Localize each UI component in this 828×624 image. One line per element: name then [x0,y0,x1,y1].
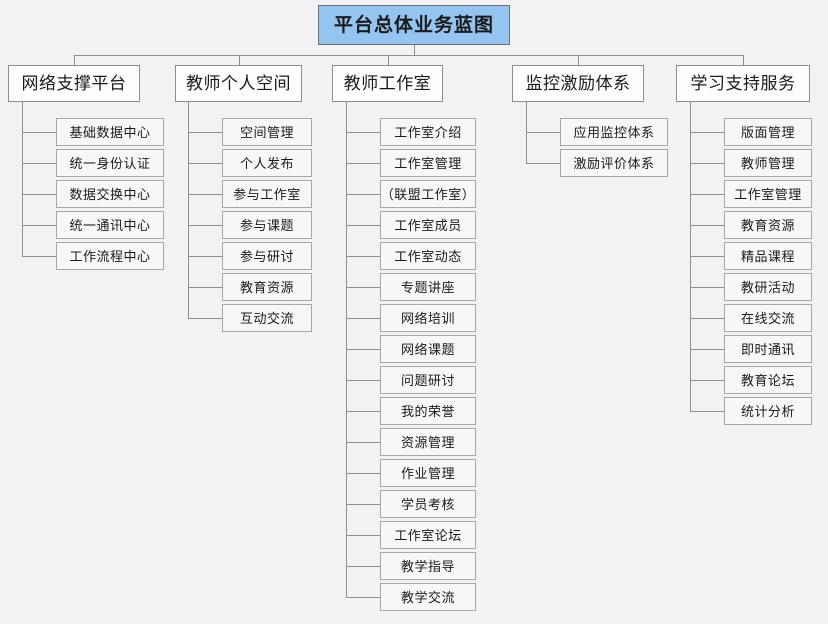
leaf-connector-2-6 [346,318,380,319]
leaf-node-1-4[interactable]: 参与研讨 [222,242,312,270]
leaf-node-2-2[interactable]: （联盟工作室） [380,180,476,208]
branch-drop-2 [387,55,389,65]
branch-node-4[interactable]: 学习支持服务 [676,65,810,102]
leaf-connector-4-3 [690,225,724,226]
leaf-node-1-5[interactable]: 教育资源 [222,273,312,301]
leaf-node-1-1[interactable]: 个人发布 [222,149,312,177]
leaf-connector-2-12 [346,504,380,505]
leaf-connector-1-4 [188,256,222,257]
leaf-node-0-4[interactable]: 工作流程中心 [56,242,164,270]
leaf-node-0-2[interactable]: 数据交换中心 [56,180,164,208]
leaf-connector-2-13 [346,535,380,536]
leaf-node-0-3[interactable]: 统一通讯中心 [56,211,164,239]
leaf-node-4-6[interactable]: 在线交流 [724,304,812,332]
leaf-connector-4-9 [690,411,724,412]
branch-node-0[interactable]: 网络支撑平台 [8,65,140,102]
leaf-connector-1-2 [188,194,222,195]
leaf-connector-2-10 [346,442,380,443]
leaf-connector-0-4 [22,256,56,257]
leaf-node-2-8[interactable]: 问题研讨 [380,366,476,394]
leaf-node-4-7[interactable]: 即时通讯 [724,335,812,363]
leaf-connector-2-14 [346,566,380,567]
leaf-node-4-4[interactable]: 精品课程 [724,242,812,270]
leaf-node-2-13[interactable]: 工作室论坛 [380,521,476,549]
branch-drop-0 [74,55,75,65]
branch-drop-4 [743,55,744,65]
leaf-connector-2-15 [346,597,380,598]
leaf-connector-2-5 [346,287,380,288]
leaf-node-2-0[interactable]: 工作室介绍 [380,118,476,146]
leaf-connector-3-1 [526,163,560,164]
leaf-node-4-2[interactable]: 工作室管理 [724,180,812,208]
leaf-node-4-5[interactable]: 教研活动 [724,273,812,301]
leaf-node-2-11[interactable]: 作业管理 [380,459,476,487]
leaf-connector-1-5 [188,287,222,288]
leaf-connector-4-2 [690,194,724,195]
leaf-connector-2-3 [346,225,380,226]
leaf-connector-4-1 [690,163,724,164]
leaf-connector-0-3 [22,225,56,226]
leaf-connector-2-2 [346,194,380,195]
leaf-connector-0-1 [22,163,56,164]
leaf-connector-4-0 [690,132,724,133]
leaf-node-0-0[interactable]: 基础数据中心 [56,118,164,146]
leaf-node-2-3[interactable]: 工作室成员 [380,211,476,239]
leaf-node-2-4[interactable]: 工作室动态 [380,242,476,270]
leaf-node-4-0[interactable]: 版面管理 [724,118,812,146]
leaf-node-2-5[interactable]: 专题讲座 [380,273,476,301]
leaf-node-1-0[interactable]: 空间管理 [222,118,312,146]
leaf-connector-2-8 [346,380,380,381]
leaf-connector-1-6 [188,318,222,319]
leaf-connector-4-7 [690,349,724,350]
leaf-connector-4-4 [690,256,724,257]
leaf-node-4-1[interactable]: 教师管理 [724,149,812,177]
leaf-node-2-14[interactable]: 教学指导 [380,552,476,580]
branch-node-2[interactable]: 教师工作室 [332,65,443,102]
leaf-node-4-3[interactable]: 教育资源 [724,211,812,239]
leaf-node-4-8[interactable]: 教育论坛 [724,366,812,394]
leaf-connector-2-9 [346,411,380,412]
leaf-node-2-10[interactable]: 资源管理 [380,428,476,456]
leaf-connector-1-3 [188,225,222,226]
leaf-connector-2-4 [346,256,380,257]
leaf-connector-0-2 [22,194,56,195]
leaf-connector-2-11 [346,473,380,474]
leaf-connector-4-5 [690,287,724,288]
diagram-title: 平台总体业务蓝图 [318,5,510,45]
leaf-connector-1-0 [188,132,222,133]
leaf-connector-1-1 [188,163,222,164]
leaf-node-2-12[interactable]: 学员考核 [380,490,476,518]
leaf-node-3-0[interactable]: 应用监控体系 [560,118,668,146]
branch-node-3[interactable]: 监控激励体系 [512,65,644,102]
leaf-node-2-9[interactable]: 我的荣誉 [380,397,476,425]
leaf-node-4-9[interactable]: 统计分析 [724,397,812,425]
root-bus [74,55,743,56]
leaf-node-2-1[interactable]: 工作室管理 [380,149,476,177]
leaf-node-2-15[interactable]: 教学交流 [380,583,476,611]
leaf-node-0-1[interactable]: 统一身份认证 [56,149,164,177]
leaf-node-2-6[interactable]: 网络培训 [380,304,476,332]
leaf-node-1-3[interactable]: 参与课题 [222,211,312,239]
root-stem [414,45,415,55]
leaf-connector-4-8 [690,380,724,381]
branch-node-1[interactable]: 教师个人空间 [175,65,302,102]
leaf-connector-2-1 [346,163,380,164]
leaf-connector-2-7 [346,349,380,350]
leaf-connector-4-6 [690,318,724,319]
leaf-node-1-2[interactable]: 参与工作室 [222,180,312,208]
branch-drop-1 [238,55,240,65]
leaf-node-3-1[interactable]: 激励评价体系 [560,149,668,177]
leaf-connector-0-0 [22,132,56,133]
branch-trunk-1 [188,102,189,318]
branch-drop-3 [578,55,579,65]
leaf-connector-2-0 [346,132,380,133]
leaf-connector-3-0 [526,132,560,133]
branch-trunk-0 [22,102,23,256]
leaf-node-2-7[interactable]: 网络课题 [380,335,476,363]
leaf-node-1-6[interactable]: 互动交流 [222,304,312,332]
